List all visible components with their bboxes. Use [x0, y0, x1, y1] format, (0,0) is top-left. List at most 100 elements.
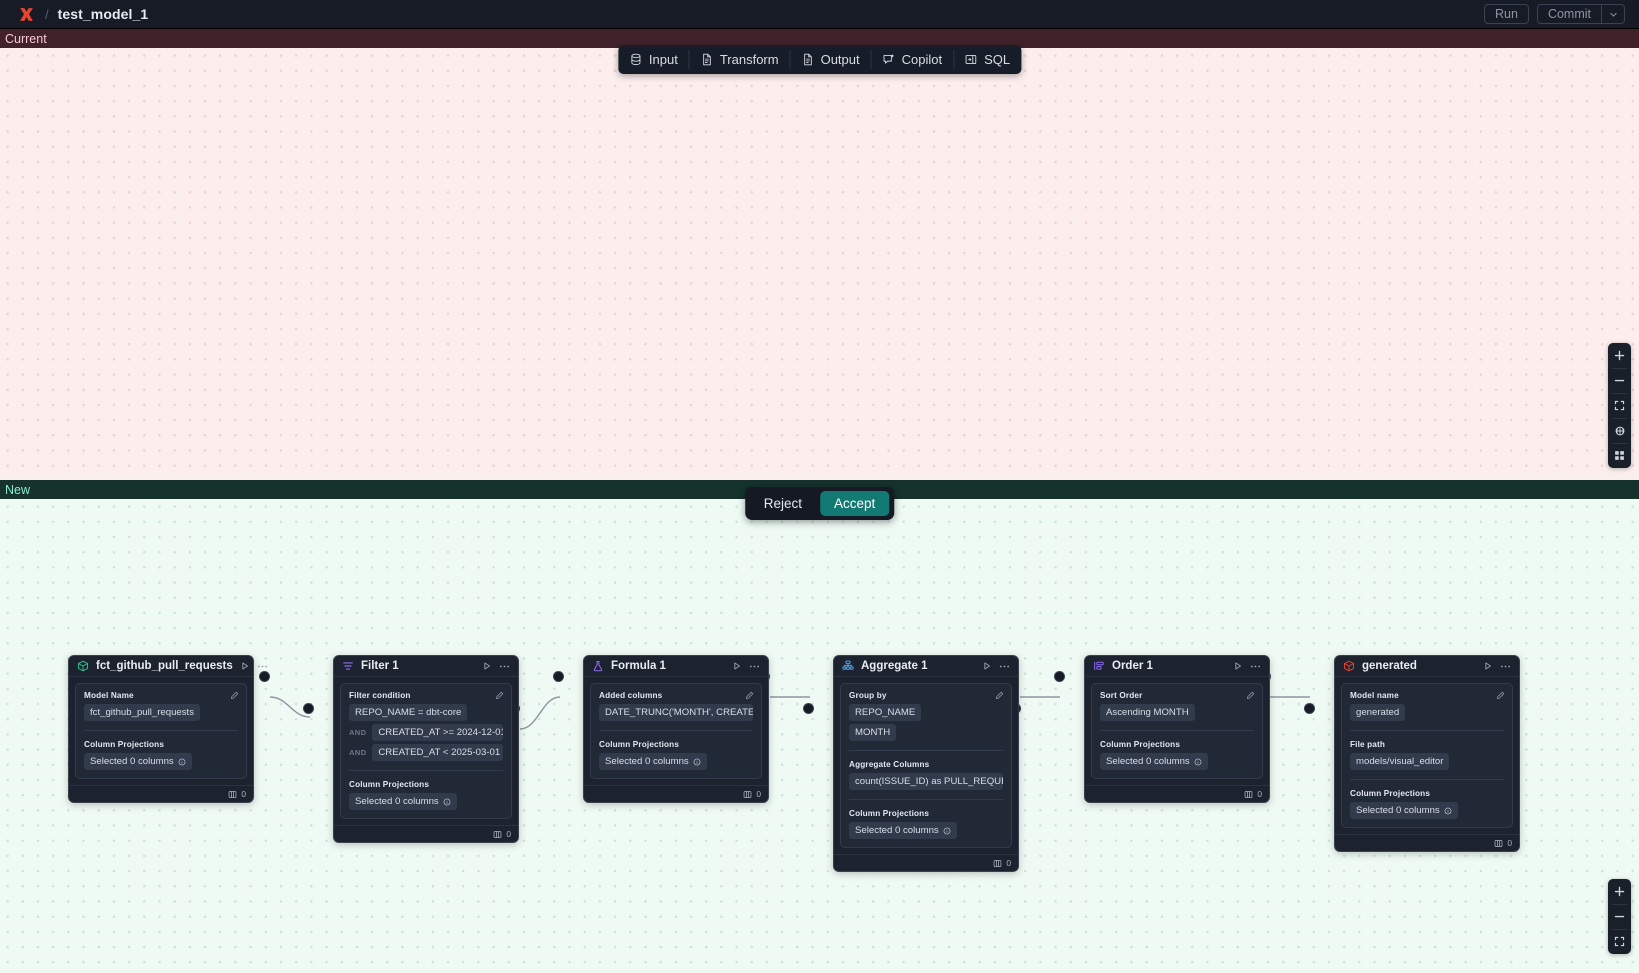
value-chip[interactable]: MONTH — [849, 724, 897, 741]
document-icon — [801, 53, 815, 67]
info-icon[interactable] — [178, 758, 186, 766]
value-chip[interactable]: fct_github_pull_requests — [84, 704, 201, 721]
value-chip[interactable]: Selected 0 columns — [1350, 802, 1458, 819]
toolbar-item-sql[interactable]: SQL — [953, 45, 1021, 74]
toolbar-label-transform: Transform — [719, 52, 779, 67]
play-icon[interactable] — [482, 661, 492, 671]
document-icon — [700, 53, 714, 67]
value-chip[interactable]: Selected 0 columns — [84, 753, 192, 770]
ellipsis-icon[interactable] — [1500, 661, 1511, 672]
value-chip[interactable]: REPO_NAME — [849, 704, 922, 721]
toolbar-label-output: Output — [820, 52, 860, 67]
node-fct-github-pull-requests[interactable]: fct_github_pull_requests Model Name fct_… — [68, 655, 267, 803]
value-chip[interactable]: CREATED_AT >= 2024-12-01 — [372, 724, 503, 741]
node-aggregate-1[interactable]: Aggregate 1 Group by REPO_NAME MONT — [833, 655, 1019, 872]
pencil-icon[interactable] — [1496, 691, 1505, 700]
node-panel: Group by REPO_NAME MONTH Aggregate Colum… — [840, 683, 1012, 848]
edge-port[interactable] — [1304, 703, 1315, 714]
chip-row: Selected 0 columns — [599, 753, 753, 770]
value-chip[interactable]: Ascending MONTH — [1100, 704, 1195, 721]
canvas-new[interactable]: fct_github_pull_requests Model Name fct_… — [0, 499, 1639, 973]
node-order-1[interactable]: Order 1 Sort Order Ascending MONTH Colum… — [1084, 655, 1270, 803]
value-chip[interactable]: REPO_NAME = dbt-core — [349, 704, 468, 721]
zoom-controls-current — [1608, 343, 1631, 468]
toolbar-label-input: Input — [648, 52, 678, 67]
play-icon[interactable] — [732, 661, 742, 671]
edge-port[interactable] — [1054, 671, 1065, 682]
zoom-in-button[interactable] — [1608, 879, 1631, 904]
zoom-out-button[interactable] — [1608, 904, 1631, 929]
info-icon[interactable] — [443, 798, 451, 806]
run-button[interactable]: Run — [1484, 4, 1529, 24]
fit-view-button[interactable] — [1608, 393, 1631, 418]
xero-x-logo-icon[interactable] — [16, 4, 36, 24]
toolbar-item-transform[interactable]: Transform — [688, 45, 790, 74]
pencil-icon[interactable] — [1246, 691, 1255, 700]
play-icon[interactable] — [1233, 661, 1243, 671]
node-body: Model name generated File path models/vi… — [1335, 677, 1519, 834]
toolbar-item-copilot[interactable]: Copilot — [870, 45, 953, 74]
mini-map-button[interactable] — [1608, 443, 1631, 468]
columns-icon — [1494, 839, 1503, 848]
edge-port[interactable] — [303, 703, 314, 714]
edge-port[interactable] — [259, 671, 270, 682]
info-icon[interactable] — [1194, 758, 1202, 766]
node-generated[interactable]: generated Model name generated File path — [1334, 655, 1520, 852]
node-header: fct_github_pull_requests — [69, 656, 267, 677]
commit-button[interactable]: Commit — [1547, 7, 1591, 21]
value-chip[interactable]: DATE_TRUNC('MONTH', CREATED_AT… — [599, 704, 753, 721]
chevron-down-icon[interactable] — [1602, 5, 1624, 23]
minus-icon — [1614, 911, 1625, 922]
value-chip[interactable]: generated — [1350, 704, 1406, 721]
edge-port[interactable] — [803, 703, 814, 714]
node-formula-1[interactable]: Formula 1 Added columns DATE_TRUNC('MONT… — [583, 655, 769, 803]
zoom-out-button[interactable] — [1608, 368, 1631, 393]
edge-port[interactable] — [553, 671, 564, 682]
value-chip[interactable]: models/visual_editor — [1350, 753, 1450, 770]
value-chip[interactable]: Selected 0 columns — [599, 753, 707, 770]
node-body: Model Name fct_github_pull_requests Colu… — [69, 677, 253, 785]
pencil-icon[interactable] — [995, 691, 1004, 700]
node-header-actions — [1483, 661, 1511, 672]
info-icon[interactable] — [693, 758, 701, 766]
accept-button[interactable]: Accept — [819, 491, 890, 516]
value-chip[interactable]: CREATED_AT < 2025-03-01 — [372, 744, 503, 761]
chip-row: Selected 0 columns — [349, 793, 503, 810]
chip-row: MONTH — [849, 724, 1003, 741]
toolbar-item-input[interactable]: Input — [618, 45, 689, 74]
node-header: Order 1 — [1085, 656, 1269, 677]
play-icon[interactable] — [982, 661, 992, 671]
chip-row: Selected 0 columns — [849, 822, 1003, 839]
play-icon[interactable] — [1483, 661, 1493, 671]
value-chip[interactable]: Selected 0 columns — [1100, 753, 1208, 770]
fit-view-button[interactable] — [1608, 929, 1631, 954]
zoom-in-button[interactable] — [1608, 343, 1631, 368]
chip-text: Selected 0 columns — [1356, 805, 1440, 816]
fit-frame-icon — [1614, 936, 1625, 947]
ellipsis-icon[interactable] — [257, 661, 268, 672]
pencil-icon[interactable] — [495, 691, 504, 700]
formula-flask-icon — [592, 660, 604, 672]
ellipsis-icon[interactable] — [499, 661, 510, 672]
toolbar-item-output[interactable]: Output — [789, 45, 871, 74]
pencil-icon[interactable] — [745, 691, 754, 700]
canvas-current[interactable] — [0, 48, 1639, 480]
ellipsis-icon[interactable] — [1250, 661, 1261, 672]
value-chip[interactable]: Selected 0 columns — [849, 822, 957, 839]
ellipsis-icon[interactable] — [999, 661, 1010, 672]
pencil-icon[interactable] — [230, 691, 239, 700]
node-filter-1[interactable]: Filter 1 Filter condition REPO_NAME = db… — [333, 655, 519, 843]
info-icon[interactable] — [943, 827, 951, 835]
ellipsis-icon[interactable] — [749, 661, 760, 672]
chip-row: REPO_NAME = dbt-core — [349, 704, 503, 721]
value-chip[interactable]: count(ISSUE_ID) as PULL_REQUEST_… — [849, 773, 1003, 790]
column-count: 0 — [756, 789, 761, 799]
lock-view-button[interactable] — [1608, 418, 1631, 443]
play-icon[interactable] — [240, 661, 250, 671]
info-icon[interactable] — [1444, 807, 1452, 815]
commit-button-group[interactable]: Commit — [1536, 4, 1625, 24]
reject-button[interactable]: Reject — [763, 496, 802, 511]
node-panel: Model Name fct_github_pull_requests Colu… — [75, 683, 247, 779]
node-body: Filter condition REPO_NAME = dbt-core AN… — [334, 677, 518, 825]
value-chip[interactable]: Selected 0 columns — [349, 793, 457, 810]
